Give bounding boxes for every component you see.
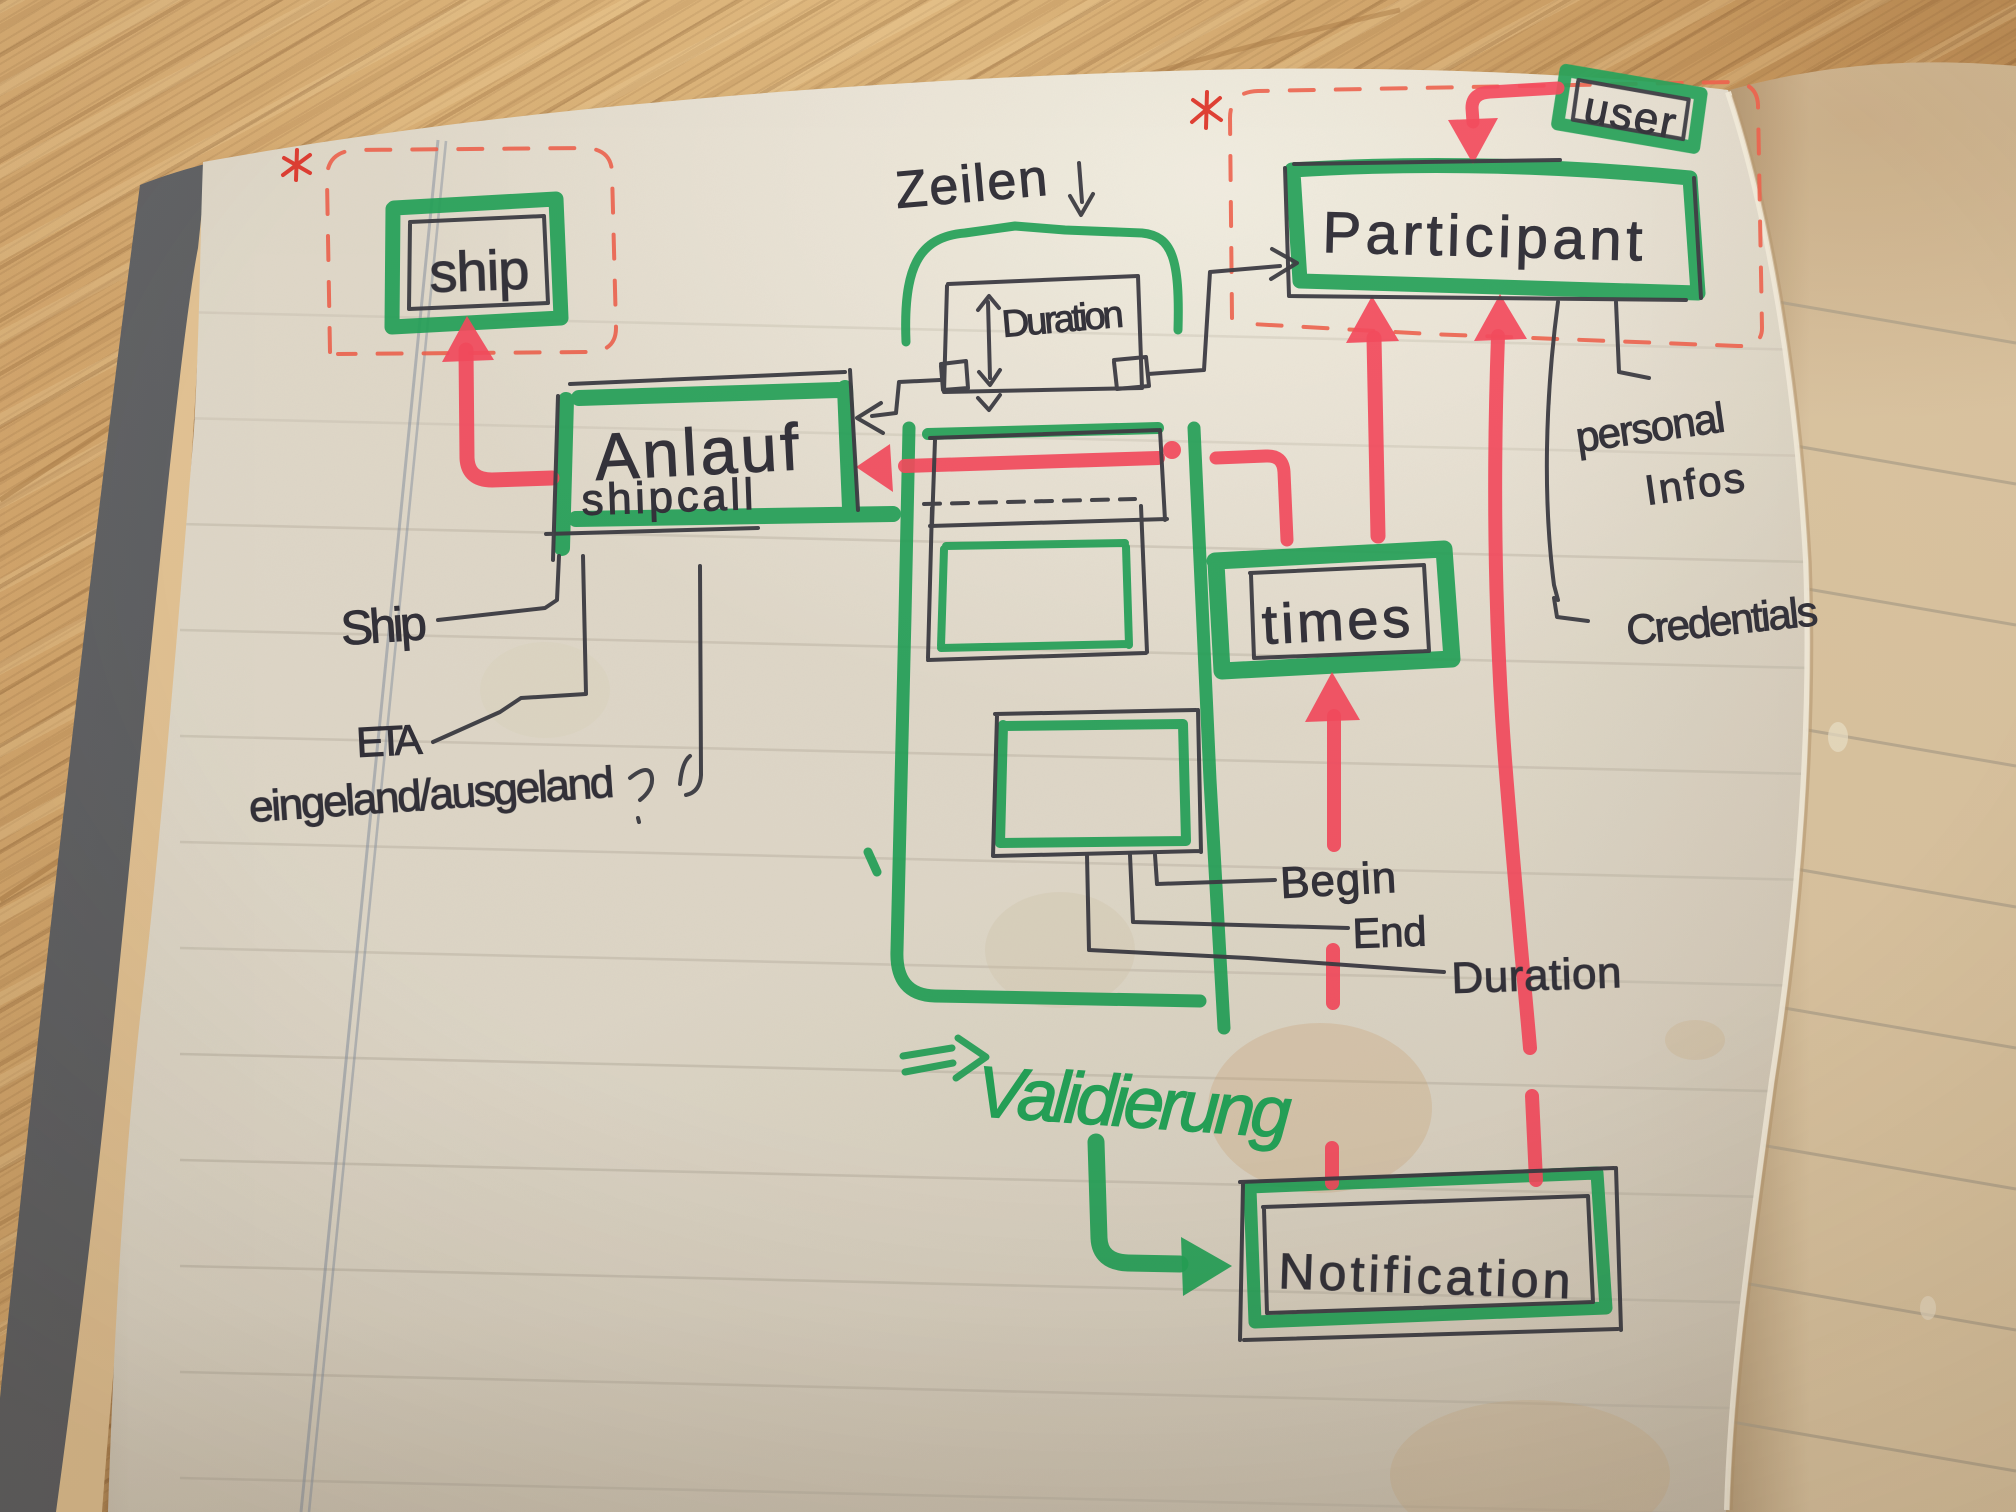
svg-text:shipcall: shipcall bbox=[581, 470, 755, 525]
svg-text:ETA: ETA bbox=[355, 716, 423, 766]
svg-text:times: times bbox=[1260, 585, 1411, 656]
svg-text:Duration: Duration bbox=[1000, 293, 1125, 345]
svg-text:Credentials: Credentials bbox=[1624, 587, 1820, 654]
svg-text:Duration: Duration bbox=[1451, 948, 1623, 1003]
svg-text:Zeilen: Zeilen bbox=[893, 149, 1049, 220]
svg-text:Participant: Participant bbox=[1322, 200, 1644, 273]
svg-text:Infos: Infos bbox=[1642, 453, 1748, 513]
svg-text:ship: ship bbox=[428, 238, 530, 304]
svg-text:Notification: Notification bbox=[1278, 1243, 1572, 1309]
svg-text:Begin: Begin bbox=[1279, 853, 1397, 908]
svg-text:End: End bbox=[1352, 907, 1428, 957]
svg-text:Validierung: Validierung bbox=[974, 1052, 1294, 1154]
svg-text:personal: personal bbox=[1573, 393, 1728, 460]
svg-text:Ship: Ship bbox=[339, 597, 428, 656]
svg-text:eingeland/ausgeland: eingeland/ausgeland bbox=[247, 758, 616, 832]
